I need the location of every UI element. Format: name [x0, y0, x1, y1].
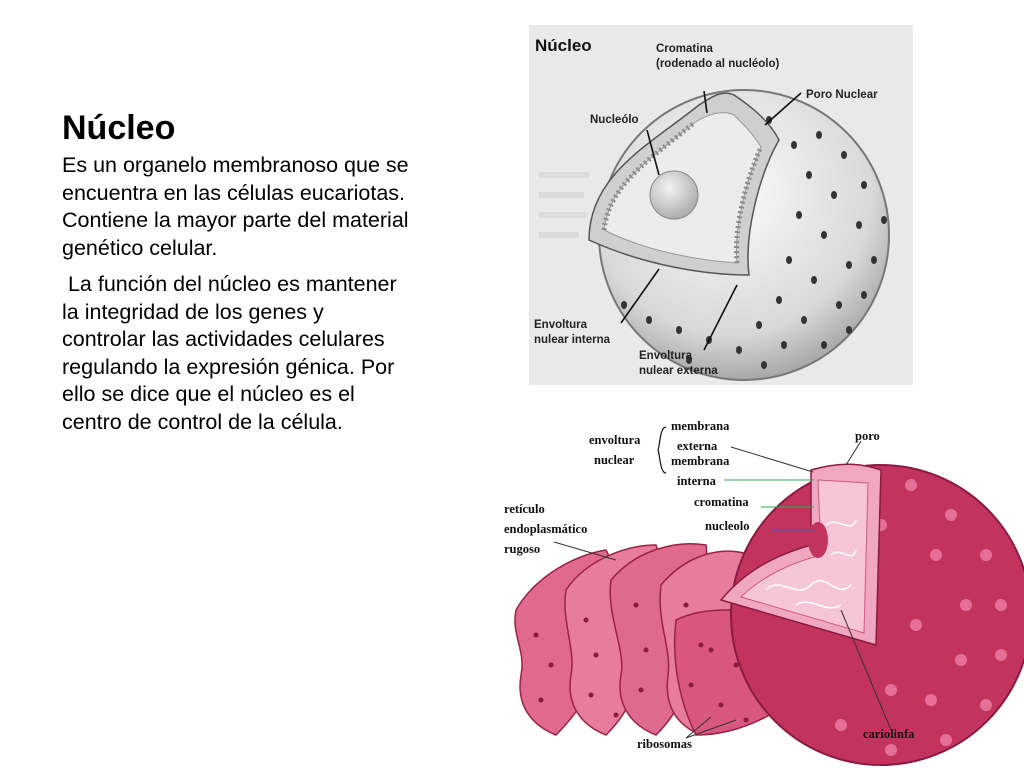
label-cromatina-sub: (rodenado al nucléolo) [656, 58, 779, 70]
nucleolus [649, 170, 699, 220]
label-poro: poro [855, 429, 880, 443]
nucleolus [808, 522, 828, 558]
text-line: Es un organelo membranoso que se [62, 153, 409, 177]
text-line: Contiene la mayor parte del material [62, 208, 409, 232]
label-envoltura-interna-1: Envoltura [534, 319, 588, 331]
nuclear-pores [835, 464, 1007, 756]
text-line: ello se dice que el núcleo es el [62, 382, 355, 406]
nucleus-er-color-figure: envoltura nuclear membrana externa membr… [504, 419, 1024, 766]
label-nuclear: nuclear [594, 453, 635, 467]
slide-title: Núcleo [62, 109, 176, 147]
label-reticulo: retículo [504, 502, 545, 516]
label-membrana-interna-1: membrana [671, 454, 730, 468]
label-nucleolo: nucleolo [705, 519, 749, 533]
label-membrana-externa-1: membrana [671, 419, 730, 433]
text-line: encuentra en las células eucariotas. [62, 180, 406, 205]
label-envoltura-externa-1: Envoltura [639, 350, 693, 362]
label-nucleolo: Nucleólo [590, 114, 639, 126]
label-membrana-externa-2: externa [677, 439, 718, 453]
nucleus-grayscale-figure: Núcleo Cromatina (rodenado al nucléolo) … [529, 25, 913, 385]
leader-lines [553, 440, 892, 739]
chromatin-threads [765, 519, 857, 609]
label-envoltura: envoltura [589, 433, 641, 447]
text-line: la integridad de los genes y [62, 299, 324, 324]
paragraph-definition: Es un organelo membranoso que se encuent… [62, 152, 492, 262]
background-text-texture [539, 172, 589, 238]
label-ribosomas: ribosomas [637, 737, 692, 751]
paragraph-function: La función del núcleo es mantener la int… [62, 271, 492, 436]
figure-title: Núcleo [535, 36, 592, 55]
label-envoltura-interna-2: nulear interna [534, 334, 611, 346]
label-cromatina: Cromatina [656, 43, 713, 55]
slide-text: Núcleo Es un organelo membranoso que se … [62, 108, 492, 436]
envelope-brace [657, 426, 667, 474]
text-line: La función del núcleo es mantener [62, 272, 397, 296]
label-envoltura-externa-2: nulear externa [639, 365, 718, 377]
text-line: regulando la expresión génica. Por [62, 354, 395, 379]
text-line: genético celular. [62, 235, 218, 260]
text-line: centro de control de la célula. [62, 409, 343, 434]
label-cromatina: cromatina [694, 495, 749, 509]
label-poro-nuclear: Poro Nuclear [806, 89, 878, 101]
label-cariolinfa: cariolinfa [863, 727, 915, 741]
label-membrana-interna-2: interna [677, 474, 717, 488]
leader-lines [620, 90, 802, 351]
chromatin-rim [733, 145, 764, 264]
label-endoplasmatico: endoplasmático [504, 522, 587, 536]
text-line: controlar las actividades celulares [62, 327, 385, 351]
label-rugoso: rugoso [504, 542, 540, 556]
chromatin-rim [601, 121, 696, 231]
